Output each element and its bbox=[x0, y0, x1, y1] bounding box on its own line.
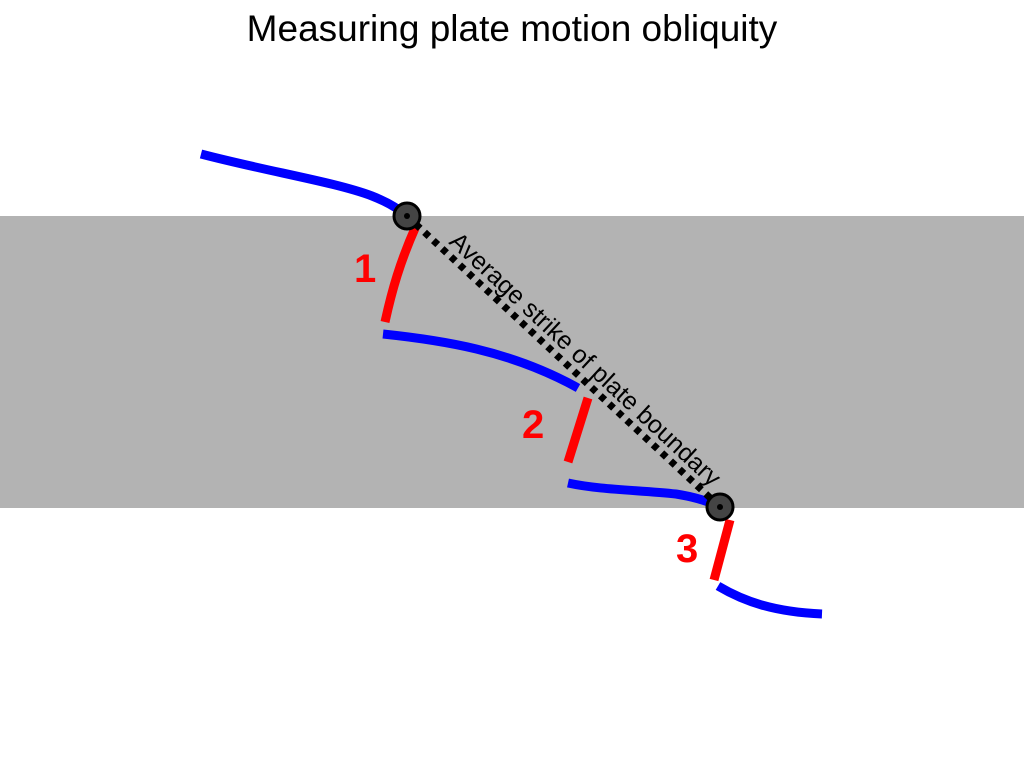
segment-label-3: 3 bbox=[676, 527, 698, 571]
transform-fault-3 bbox=[709, 518, 735, 582]
ridge-segment-1 bbox=[199, 149, 410, 220]
segment-label-2: 2 bbox=[522, 403, 544, 447]
ridge-segment-2 bbox=[382, 329, 581, 392]
segment-label-1: 1 bbox=[354, 247, 376, 291]
endpoint-circle-icon bbox=[705, 492, 735, 522]
endpoint-circle-icon bbox=[392, 201, 422, 231]
transform-fault-2 bbox=[563, 396, 593, 464]
page-title: Measuring plate motion obliquity bbox=[246, 8, 778, 49]
transform-fault-1 bbox=[380, 224, 421, 323]
ridge-segment-4 bbox=[715, 582, 823, 619]
